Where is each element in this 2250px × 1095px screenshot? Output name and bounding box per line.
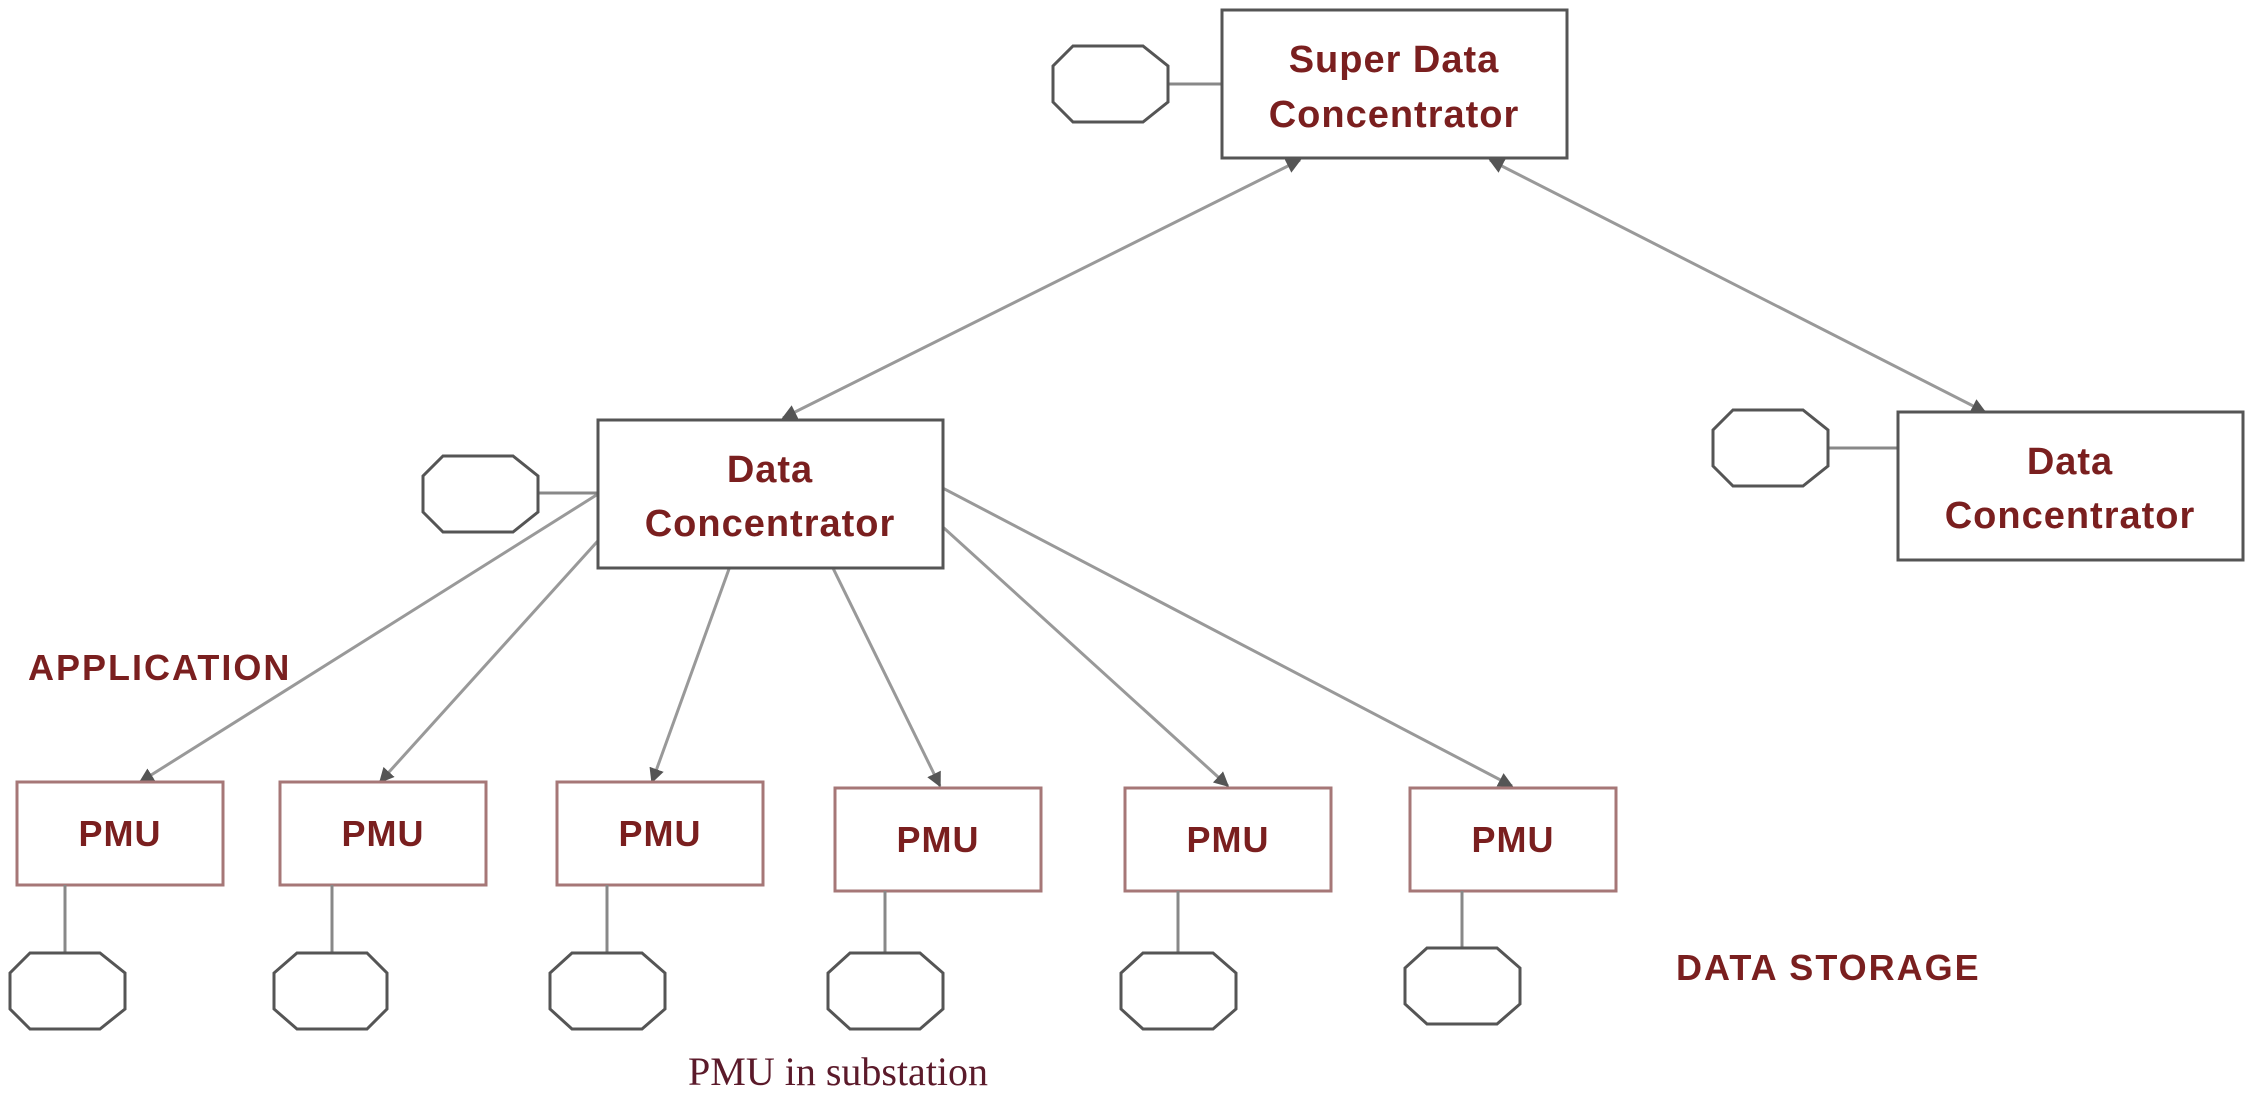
pmu-3: PMU — [548, 780, 765, 1031]
pmu-label: PMU — [1187, 819, 1270, 860]
pmu-row: PMU PMU PMU PMU PMU — [8, 780, 1618, 1031]
data-concentrator-right: Data Concentrator — [1711, 408, 2245, 562]
pmu-1: PMU — [8, 780, 225, 1031]
right-concentrator-storage-octagon — [1711, 408, 1830, 488]
left-concentrator-storage-octagon — [421, 454, 540, 534]
link-dc-to-pmu-6 — [868, 448, 1514, 788]
right-concentrator-label-line1: Data — [2027, 441, 2113, 483]
super-data-concentrator: Super Data Concentrator — [1051, 8, 1569, 160]
right-concentrator-label-line2: Concentrator — [1945, 495, 2196, 537]
data-concentrator-left: Data Concentrator — [421, 418, 945, 570]
pmu-label: PMU — [342, 813, 425, 854]
pmu-storage-octagon — [826, 951, 945, 1031]
super-concentrator-box — [1220, 8, 1569, 160]
pmu-box — [1408, 786, 1618, 893]
pmu-storage-octagon — [272, 951, 389, 1031]
application-label: APPLICATION — [28, 647, 291, 688]
pmu-storage-octagon — [1119, 951, 1238, 1031]
super-concentrator-label-line2: Concentrator — [1269, 94, 1520, 136]
left-concentrator-label-line1: Data — [727, 449, 813, 491]
pmu-label: PMU — [897, 819, 980, 860]
pmu-6: PMU — [1403, 786, 1618, 1026]
pmu-storage-octagon — [8, 951, 127, 1031]
link-super-to-right-dc — [1488, 158, 1987, 414]
right-concentrator-box — [1896, 410, 2245, 562]
pmu-5: PMU — [1119, 786, 1333, 1031]
pmu-4: PMU — [826, 786, 1043, 1031]
diagram-caption: PMU in substation — [688, 1049, 988, 1094]
data-storage-label: DATA STORAGE — [1676, 947, 1981, 988]
left-concentrator-label-line2: Concentrator — [645, 503, 896, 545]
links — [138, 158, 1987, 788]
pmu-2: PMU — [272, 780, 488, 1031]
link-super-to-left-dc — [781, 158, 1302, 420]
pmu-box — [833, 786, 1043, 893]
pmu-box — [15, 780, 225, 887]
pmu-box — [555, 780, 765, 887]
pmu-box — [1123, 786, 1333, 893]
pmu-storage-octagon — [1403, 946, 1522, 1026]
pmu-storage-octagon — [548, 951, 667, 1031]
super-concentrator-storage-octagon — [1051, 44, 1170, 124]
pmu-label: PMU — [1472, 819, 1555, 860]
left-concentrator-box — [596, 418, 945, 570]
pmu-label: PMU — [79, 813, 162, 854]
pmu-box — [278, 780, 488, 887]
link-dc-to-pmu-1 — [138, 448, 670, 784]
super-concentrator-label-line1: Super Data — [1289, 39, 1500, 81]
pmu-label: PMU — [619, 813, 702, 854]
